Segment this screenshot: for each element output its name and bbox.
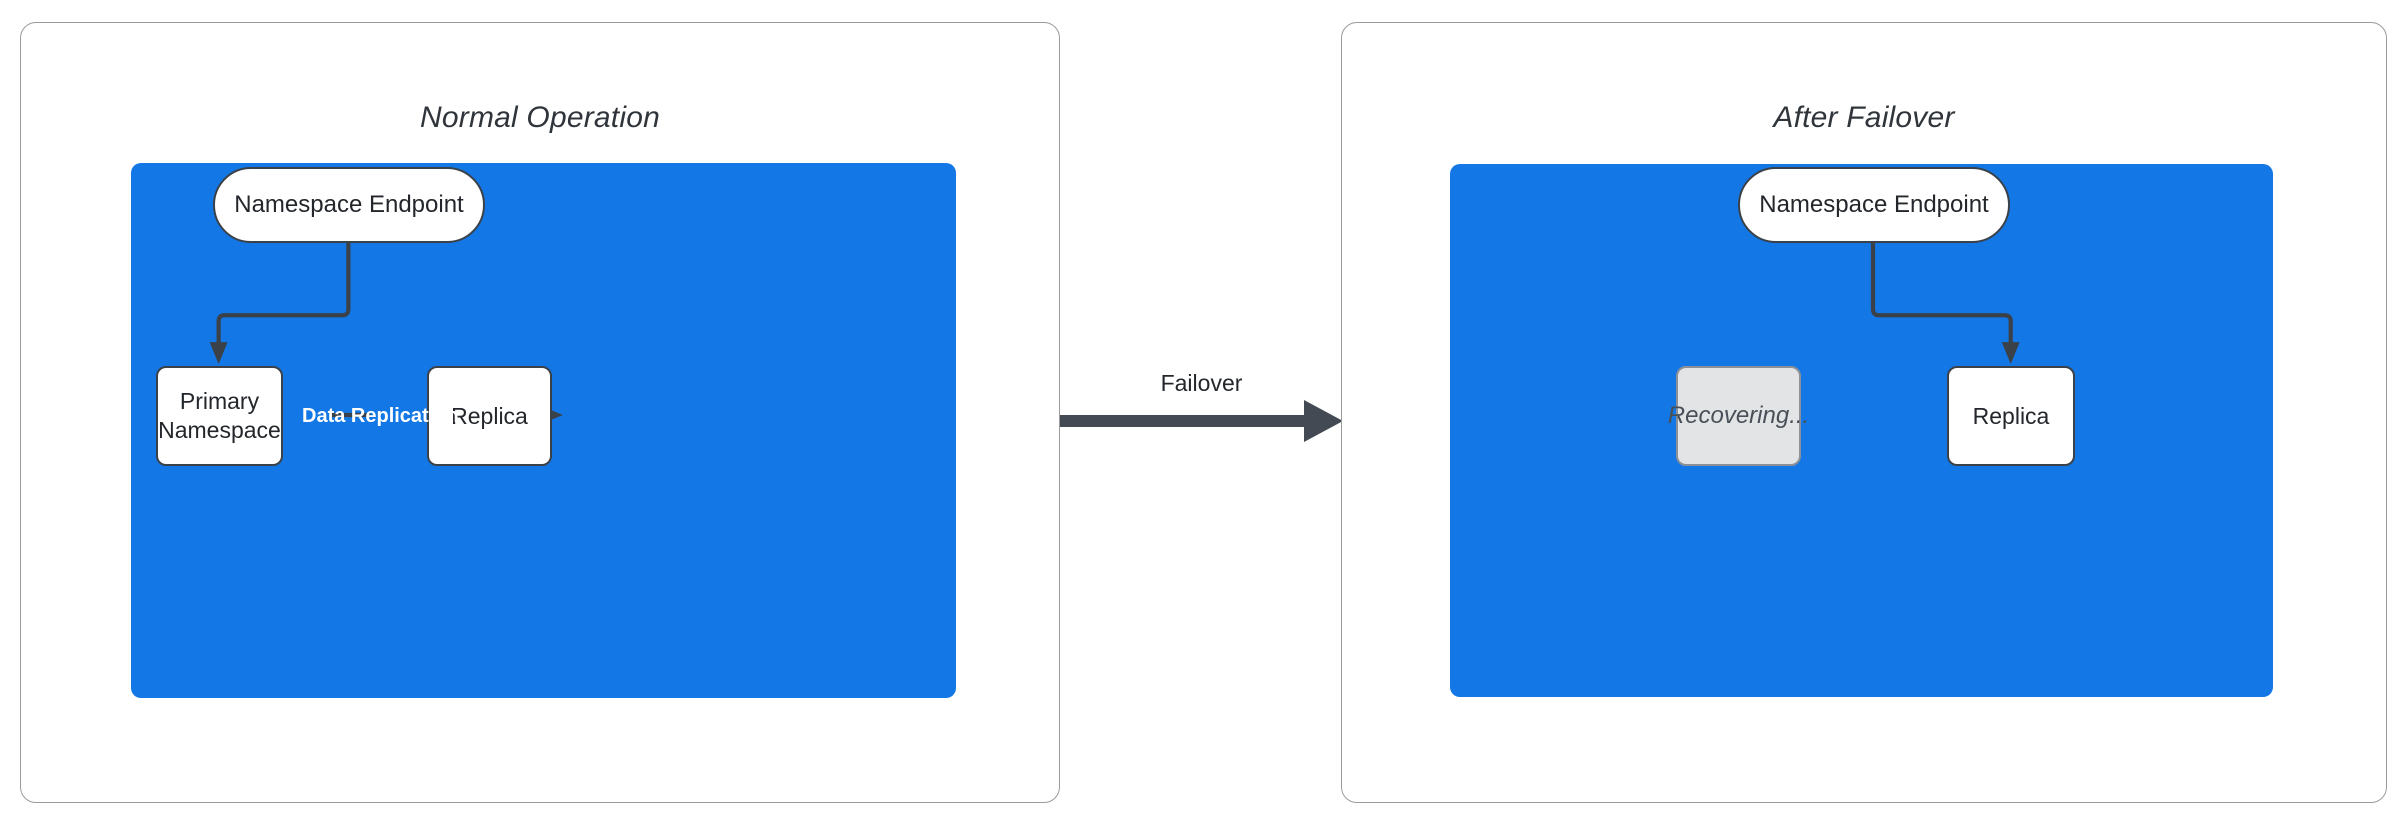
node-label: Recovering...	[1667, 402, 1810, 429]
failover-arrow-head	[1304, 400, 1343, 442]
node-replica-right[interactable]: Replica	[1947, 366, 2075, 466]
node-label: Namespace Endpoint	[234, 191, 464, 218]
node-label: Primary Namespace	[158, 387, 281, 445]
failover-arrow-shaft	[1060, 415, 1306, 427]
panel-title-after-failover: After Failover	[1773, 101, 1955, 134]
failover-label: Failover	[1160, 370, 1243, 396]
node-label: Namespace Endpoint	[1759, 191, 1989, 218]
node-namespace-endpoint-left[interactable]: Namespace Endpoint	[213, 167, 485, 243]
zone-dr-region	[1450, 164, 2273, 697]
failover-transition: Failover	[1060, 370, 1343, 480]
panel-title-normal-operation: Normal Operation	[420, 101, 660, 134]
node-label-line1: Primary	[179, 388, 260, 415]
node-recovering[interactable]: Recovering...	[1668, 366, 1809, 466]
panel-normal-operation: Normal Operation Namespace Endpoint Prim…	[20, 22, 1060, 803]
node-label: Replica	[451, 402, 528, 429]
node-primary-namespace[interactable]: Primary Namespace	[156, 366, 283, 466]
edge-label-data-replication: Data Replication	[302, 405, 459, 427]
node-label-line2: Namespace	[158, 417, 281, 443]
panel-after-failover: After Failover Namespace Endpoint Recove…	[1341, 22, 2387, 803]
node-namespace-endpoint-right[interactable]: Namespace Endpoint	[1738, 167, 2010, 243]
node-label: Replica	[1972, 402, 2050, 429]
node-replica-left[interactable]: Replica	[427, 366, 552, 466]
